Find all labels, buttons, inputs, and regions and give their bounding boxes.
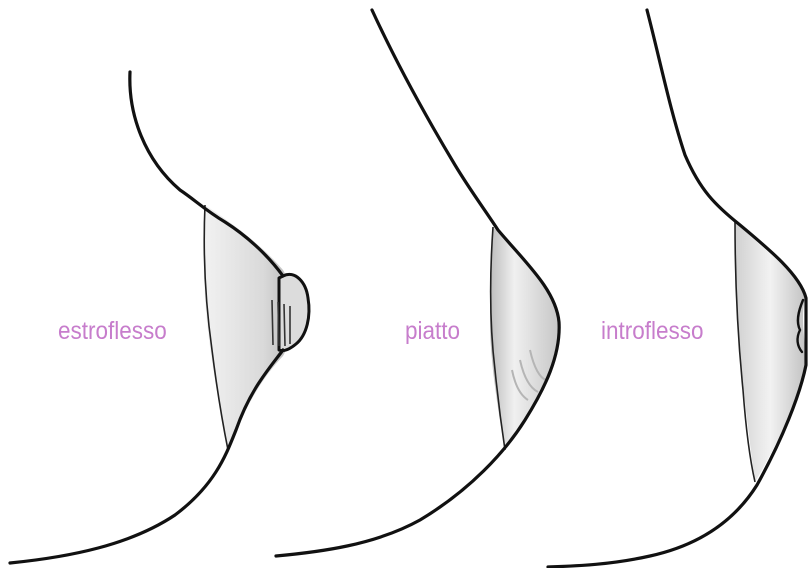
label-flat-nipple: piatto xyxy=(405,319,460,344)
label-everted-nipple: estroflesso xyxy=(58,319,167,344)
breast-profile-flat xyxy=(276,10,559,556)
areola-shading xyxy=(204,205,291,450)
areola-shading xyxy=(735,222,806,482)
breast-profile-inverted xyxy=(548,10,806,567)
label-inverted-nipple: introflesso xyxy=(601,319,704,344)
